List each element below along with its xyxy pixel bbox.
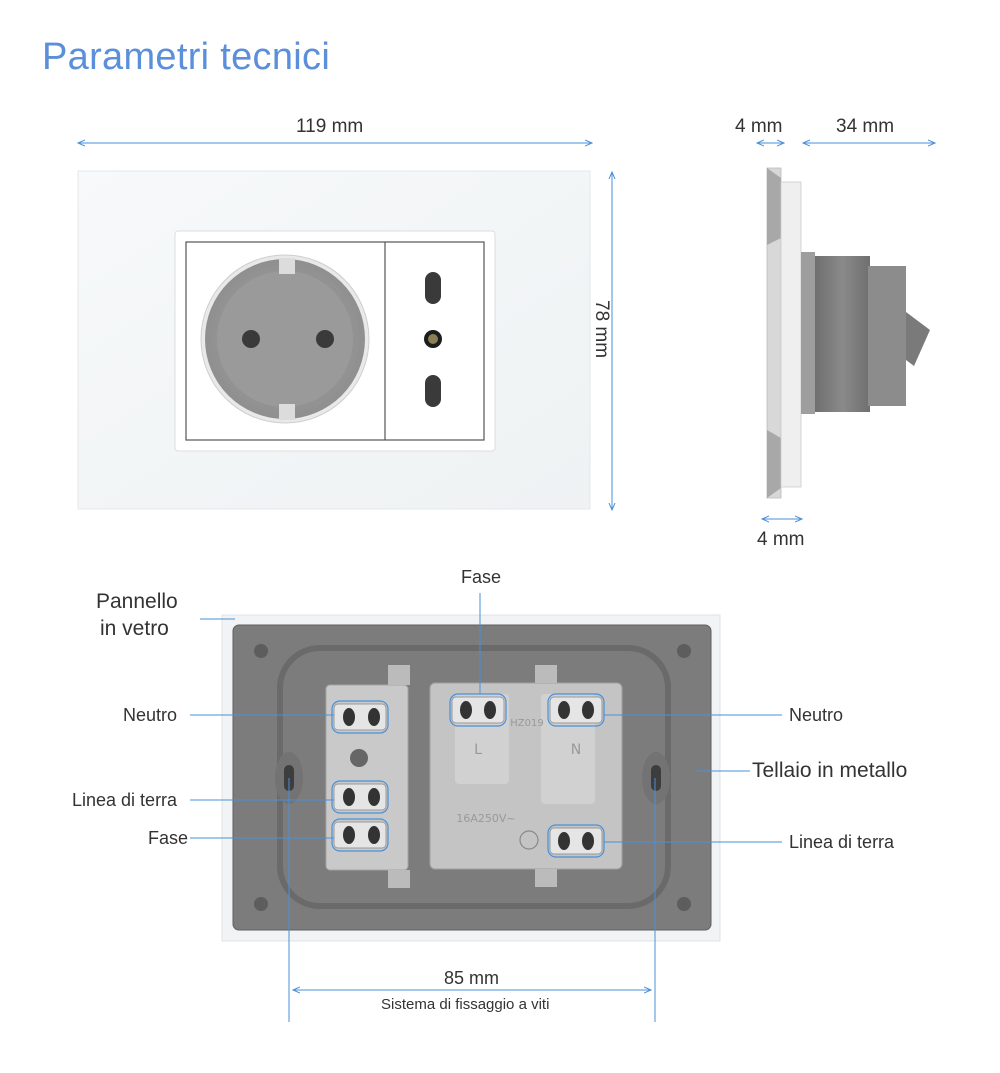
- width-dimension: 119 mm: [296, 116, 364, 137]
- neutral-right-label: Neutro: [789, 705, 844, 725]
- module-mark-L: L: [474, 742, 482, 758]
- glass-depth-dimension: 4 mm: [735, 116, 783, 137]
- earth-right-label: Linea di terra: [789, 832, 895, 852]
- page-title: Parametri tecnici: [42, 36, 331, 78]
- module-rating: 16A250V~: [456, 812, 515, 825]
- phase-left-label: Fase: [148, 828, 189, 848]
- body-depth-dimension: 34 mm: [836, 116, 895, 137]
- bottom-depth-dimension: 4 mm: [757, 529, 805, 550]
- height-dimension: 78 mm: [591, 300, 612, 359]
- metal-frame-label: Tellaio in metallo: [752, 759, 908, 782]
- phase-top-label: Fase: [461, 567, 502, 587]
- glass-panel-label-line1: Pannello: [96, 590, 178, 613]
- screw-distance-dimension: 85 mm: [444, 968, 500, 988]
- module-code: HZ019: [510, 718, 543, 729]
- schuko-socket: [200, 254, 370, 424]
- front-view: [78, 143, 612, 510]
- neutral-left-label: Neutro: [123, 705, 178, 725]
- module-mark-N: N: [571, 742, 581, 758]
- side-view: [757, 143, 935, 519]
- earth-left-label: Linea di terra: [72, 790, 178, 810]
- italian-socket: [424, 272, 442, 407]
- back-view: L N 16A250V~ HZ019: [190, 593, 782, 1022]
- glass-panel-label-line2: in vetro: [100, 617, 169, 640]
- screw-system-label: Sistema di fissaggio a viti: [381, 996, 550, 1013]
